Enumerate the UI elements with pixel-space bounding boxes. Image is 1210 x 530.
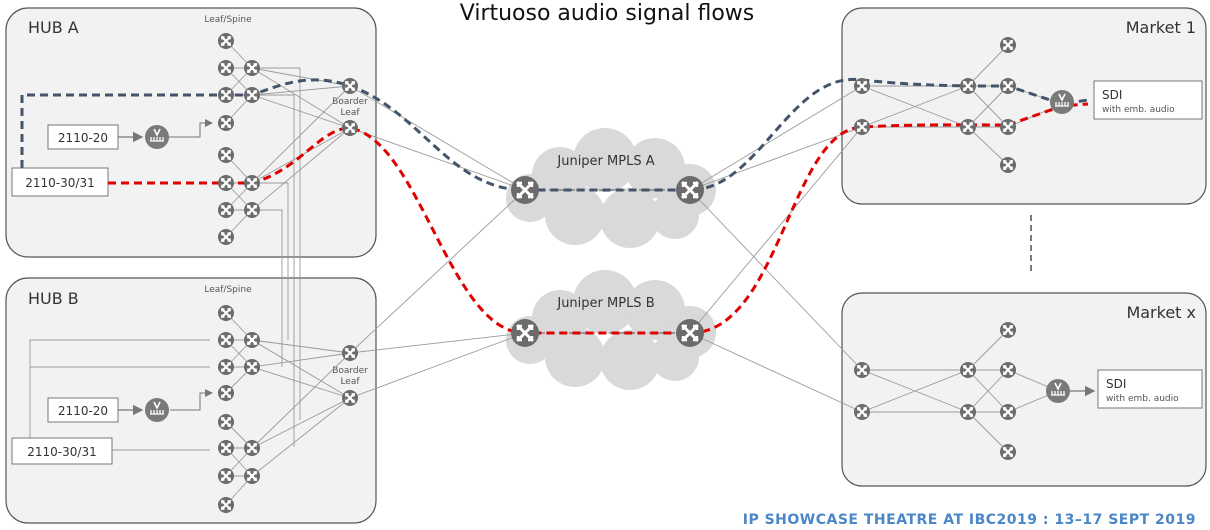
market-1-sdi-sublabel: with emb. audio bbox=[1102, 105, 1175, 115]
hub-a-arrow-2 bbox=[168, 119, 213, 138]
hub-a-border-leaf-label-2: Leaf bbox=[340, 108, 360, 118]
market-1-sdi-label: SDI bbox=[1102, 88, 1122, 102]
mpls-b-label: Juniper MPLS B bbox=[556, 296, 654, 311]
hub-a-2110-30-label: 2110-30/31 bbox=[25, 176, 94, 190]
mpls-a-label: Juniper MPLS A bbox=[556, 154, 654, 169]
market-1-label: Market 1 bbox=[1126, 18, 1196, 37]
hub-a-2110-20-label: 2110-20 bbox=[58, 131, 108, 145]
hub-b-2110-30-label: 2110-30/31 bbox=[27, 445, 96, 459]
market-x-sdi-sublabel: with emb. audio bbox=[1106, 394, 1179, 404]
hub-b-2110-20-label: 2110-20 bbox=[58, 404, 108, 418]
hub-b-border-leaf-label-2: Leaf bbox=[340, 377, 360, 387]
mpls-b-cloud bbox=[506, 270, 716, 390]
hub-a-border-leaf-label-1: Boarder bbox=[332, 97, 368, 107]
hub-b-arrow-2 bbox=[170, 389, 213, 411]
market-1-sdi-box bbox=[1093, 80, 1203, 120]
hub-a-2110-30-box bbox=[11, 167, 109, 197]
hub-b-2110-20-box bbox=[47, 397, 119, 423]
footer-event-label: IP SHOWCASE THEATRE AT IBC2019 : 13–17 S… bbox=[743, 512, 1196, 528]
hub-b-2110-30-box bbox=[11, 437, 113, 465]
market-x-label: Market x bbox=[1126, 303, 1196, 322]
market-1-panel bbox=[841, 7, 1207, 205]
hub-a-label: HUB A bbox=[28, 18, 79, 37]
diagram-title: Virtuoso audio signal flows bbox=[460, 1, 754, 26]
hub-b-label: HUB B bbox=[28, 289, 79, 308]
hub-a-leaf-spine-label: Leaf/Spine bbox=[204, 15, 252, 25]
hub-b-border-leaf-label-1: Boarder bbox=[332, 366, 368, 376]
market-x-panel bbox=[841, 292, 1207, 487]
market-x-sdi-box bbox=[1097, 369, 1203, 409]
market-x-sdi-label: SDI bbox=[1106, 377, 1126, 391]
flow-a-path bbox=[20, 78, 1089, 192]
hub-b-leaf-spine-label: Leaf/Spine bbox=[204, 285, 252, 295]
